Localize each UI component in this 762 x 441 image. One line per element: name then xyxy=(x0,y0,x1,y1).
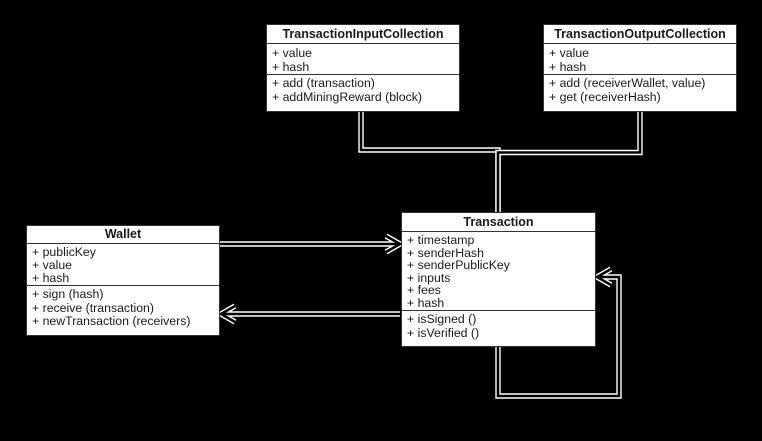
member-row: + value xyxy=(272,46,312,60)
member-row: + fees xyxy=(407,283,441,298)
class-methods-section: + isSigned ()+ isVerified () xyxy=(402,311,595,346)
class-title: Transaction xyxy=(402,213,595,232)
member-row: + senderPublicKey xyxy=(407,258,510,273)
member-row: + hash xyxy=(407,295,445,310)
member-row: + addMiningReward (block) xyxy=(272,89,423,104)
connector-wallet-to-transaction-arrow xyxy=(220,233,406,255)
class-attributes-section: + timestamp+ senderHash+ senderPublicKey… xyxy=(402,232,595,311)
member-row: + value xyxy=(549,46,589,60)
connector-transaction-to-wallet-arrow xyxy=(215,303,400,325)
member-row: + value xyxy=(32,258,72,273)
member-row: + hash xyxy=(32,271,70,286)
class-title: TransactionInputCollection xyxy=(267,25,459,44)
class-box-transaction-input-collection: TransactionInputCollection + value+ hash… xyxy=(266,24,460,112)
member-row: + hash xyxy=(549,60,587,74)
member-row: + add (transaction) xyxy=(272,76,375,90)
class-box-transaction: Transaction + timestamp+ senderHash+ sen… xyxy=(401,212,596,347)
member-row: + sign (hash) xyxy=(32,287,104,301)
member-row: + newTransaction (receivers) xyxy=(32,314,191,328)
class-attributes-section: + value+ hash xyxy=(544,44,736,75)
member-row: + publicKey xyxy=(32,245,96,259)
member-row: + hash xyxy=(272,60,310,74)
class-methods-section: + add (transaction)+ addMiningReward (bl… xyxy=(267,75,459,111)
class-box-wallet: Wallet + publicKey+ value+ hash + sign (… xyxy=(26,225,220,336)
class-box-transaction-output-collection: TransactionOutputCollection + value+ has… xyxy=(543,24,737,112)
member-row: + timestamp xyxy=(407,233,475,247)
member-row: + receive (transaction) xyxy=(32,300,154,315)
class-methods-section: + add (receiverWallet, value)+ get (rece… xyxy=(544,75,736,111)
class-methods-section: + sign (hash)+ receive (transaction)+ ne… xyxy=(27,286,219,335)
member-row: + senderHash xyxy=(407,245,484,260)
member-row: + isVerified () xyxy=(407,325,480,340)
class-title: Wallet xyxy=(27,226,219,244)
connector-outputcollection-to-transaction xyxy=(495,112,643,212)
class-title: TransactionOutputCollection xyxy=(544,25,736,44)
connector-inputcollection-to-transaction xyxy=(358,112,501,212)
class-attributes-section: + publicKey+ value+ hash xyxy=(27,244,219,286)
class-attributes-section: + value+ hash xyxy=(267,44,459,75)
member-row: + add (receiverWallet, value) xyxy=(549,76,706,90)
member-row: + isSigned () xyxy=(407,312,477,326)
member-row: + get (receiverHash) xyxy=(549,89,661,104)
member-row: + inputs xyxy=(407,270,451,285)
